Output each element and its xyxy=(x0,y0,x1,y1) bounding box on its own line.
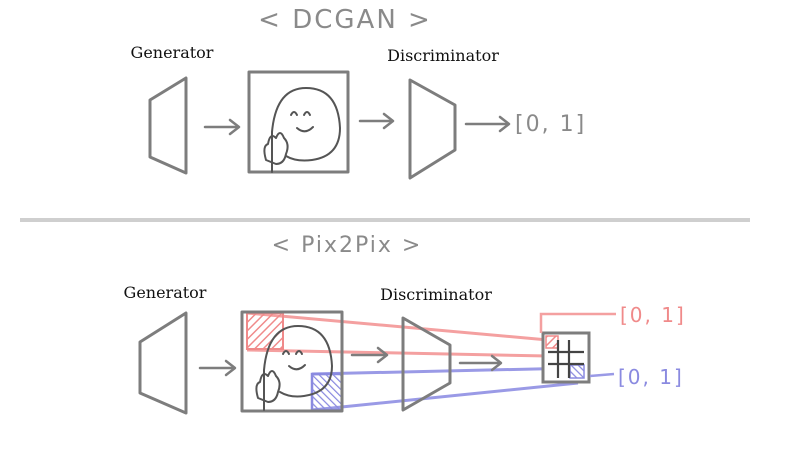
dcgan-arrow-gen-to-image xyxy=(203,118,241,136)
face-doodle xyxy=(263,87,341,173)
pix2pix-generator-label: Generator xyxy=(124,283,207,302)
red-patch xyxy=(246,312,284,350)
dcgan-generator-label: Generator xyxy=(131,43,214,62)
pix2pix-discriminator-block xyxy=(401,316,452,412)
dcgan-title: < DCGAN > xyxy=(258,5,432,35)
pix2pix-arrow-gen-to-image xyxy=(198,359,237,377)
dcgan-discriminator-block xyxy=(408,78,457,180)
pix2pix-generator-block xyxy=(138,311,188,415)
pix2pix-title: < Pix2Pix > xyxy=(272,233,423,258)
blue-output-cell xyxy=(569,364,585,379)
pix2pix-output-blue: [0, 1] xyxy=(618,365,684,389)
dcgan-generator-block xyxy=(148,76,188,175)
dcgan-arrow-image-to-disc xyxy=(358,112,395,130)
pix2pix-output-red: [0, 1] xyxy=(620,303,686,327)
pix2pix-arrow-image-to-disc xyxy=(350,346,389,364)
pix2pix-discriminator-label: Discriminator xyxy=(380,285,492,304)
face-doodle xyxy=(255,325,333,411)
dcgan-discriminator-label: Discriminator xyxy=(387,46,499,65)
red-output-connector xyxy=(539,312,616,333)
blue-patch-projection xyxy=(311,366,579,412)
dcgan-arrow-disc-to-output xyxy=(464,115,511,133)
dcgan-generated-image xyxy=(247,70,350,174)
pix2pix-generated-image xyxy=(240,310,344,413)
patch-output-grid xyxy=(541,331,591,384)
dcgan-output-range: [0, 1] xyxy=(515,112,586,137)
red-patch-projection xyxy=(246,311,549,358)
blue-output-connector xyxy=(589,372,615,378)
red-output-cell xyxy=(545,335,559,349)
pix2pix-arrow-disc-to-patchgrid xyxy=(458,354,503,372)
